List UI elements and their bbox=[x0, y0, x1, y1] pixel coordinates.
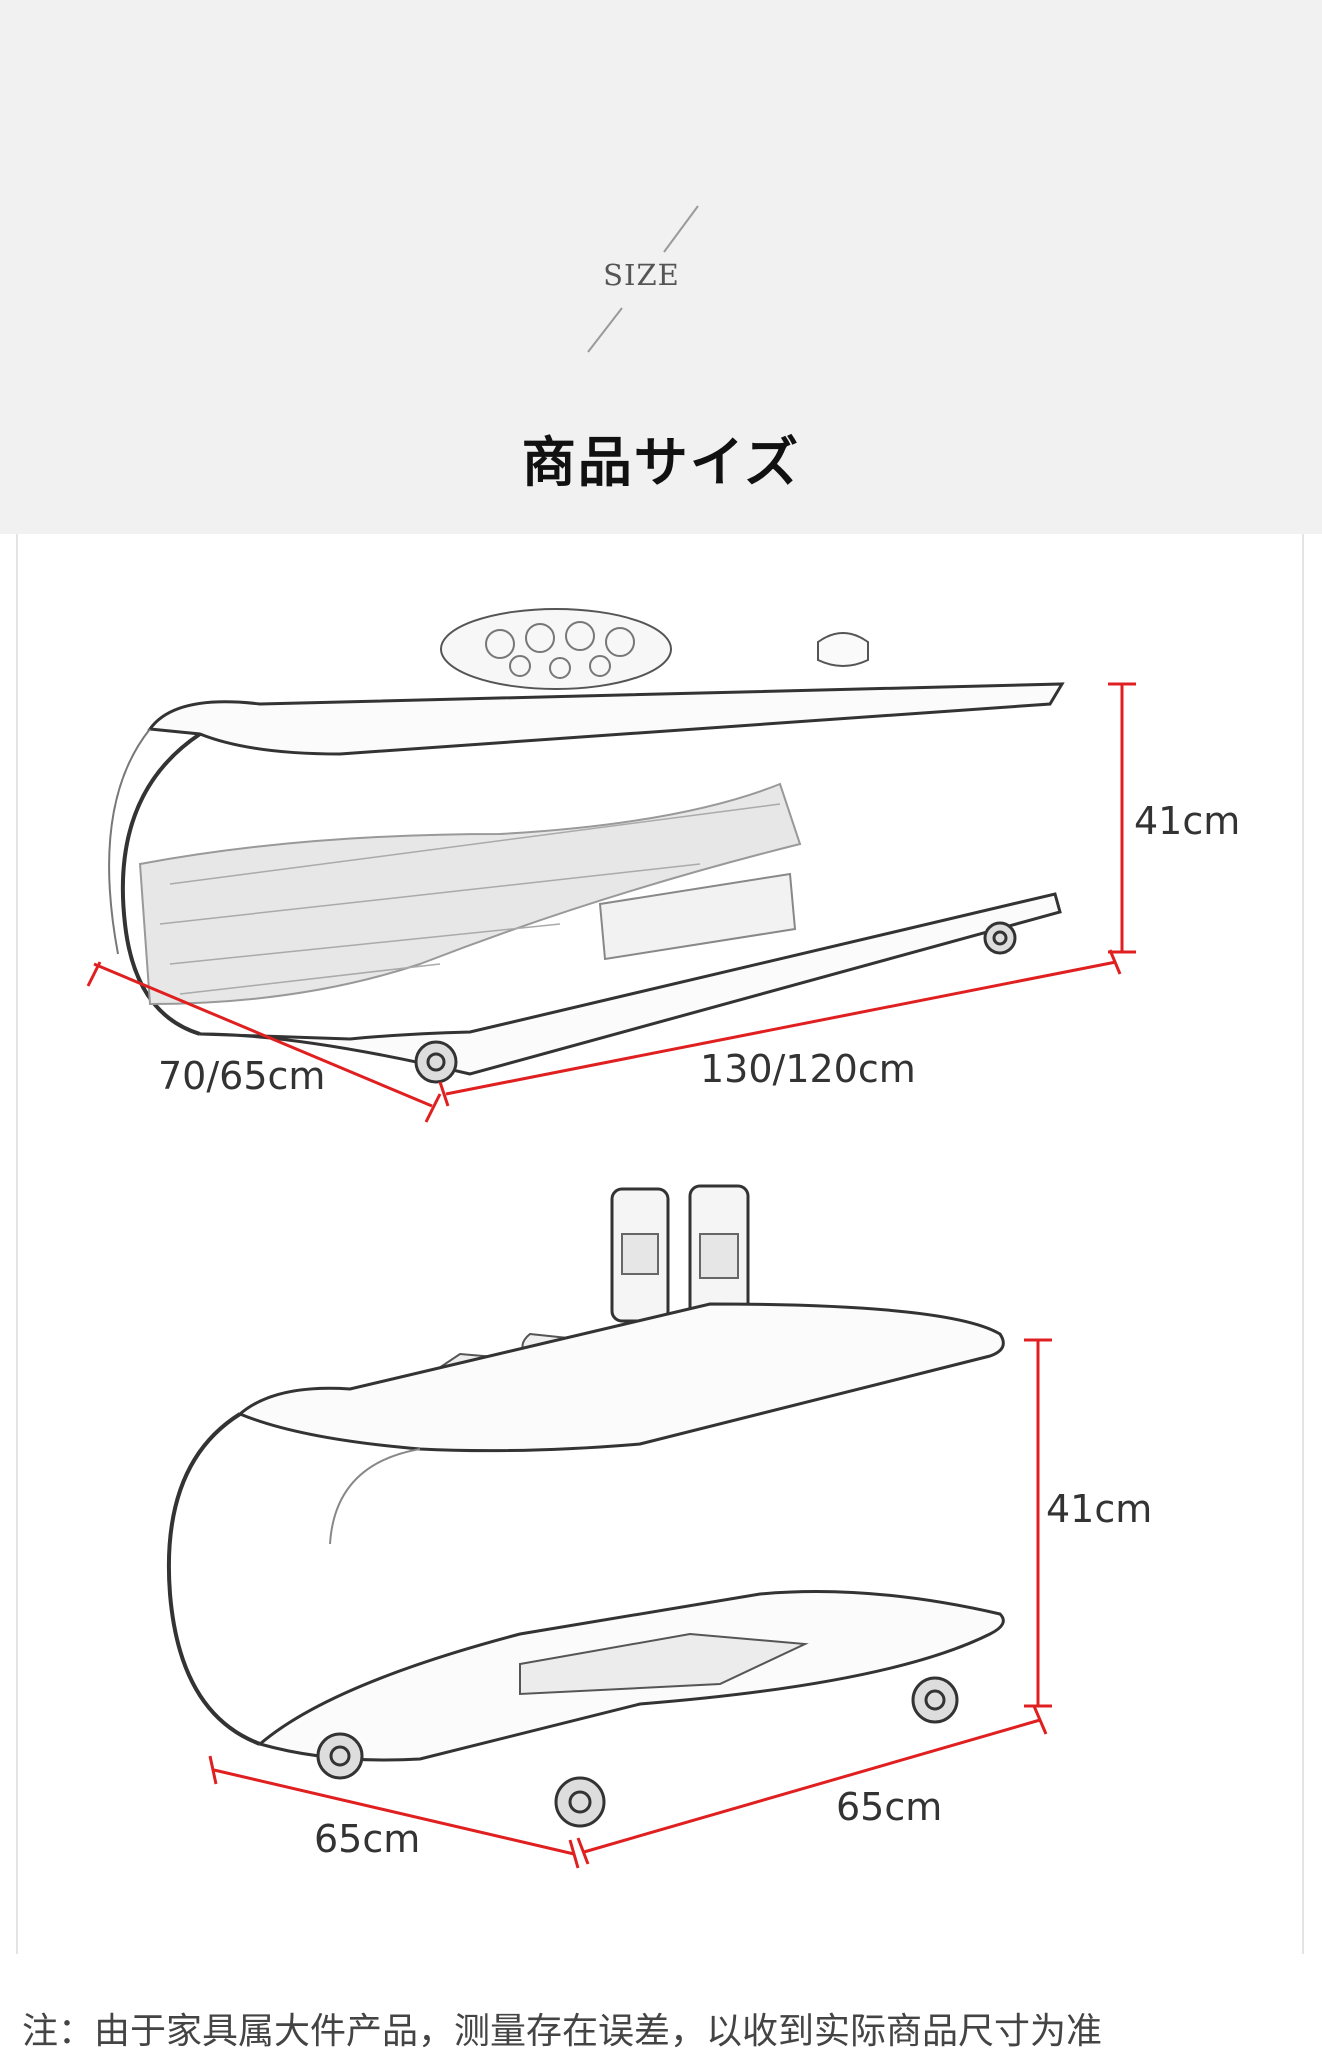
page-title: 商品サイズ bbox=[521, 431, 801, 494]
frame-right-line bbox=[1302, 534, 1304, 1954]
size-slash-icon bbox=[587, 205, 699, 353]
table-1-depth-label: 70/65cm bbox=[158, 1054, 325, 1098]
table-1-dimension-lines bbox=[86, 682, 1136, 1123]
table-2-dimension-lines bbox=[208, 1338, 1052, 1869]
table-2-sketch bbox=[166, 1184, 1005, 1828]
table-1-length-label: 130/120cm bbox=[700, 1047, 916, 1091]
table-2-width-label: 65cm bbox=[836, 1785, 942, 1829]
table-1-height-label: 41cm bbox=[1134, 799, 1240, 843]
table-1-sketch bbox=[108, 608, 1065, 1084]
table-2-height-label: 41cm bbox=[1046, 1487, 1152, 1531]
frame-left-line bbox=[16, 534, 18, 1954]
product-dimension-drawing: 41cm 130/120cm 70/65cm 41 bbox=[86, 608, 1240, 1869]
table-2-depth-label: 65cm bbox=[314, 1817, 420, 1861]
size-label: SIZE bbox=[603, 258, 680, 292]
header-section bbox=[0, 0, 1322, 534]
footer-note: 注：由于家具属大件产品，测量存在误差，以收到实际商品尺寸为准 bbox=[22, 2012, 1103, 2052]
